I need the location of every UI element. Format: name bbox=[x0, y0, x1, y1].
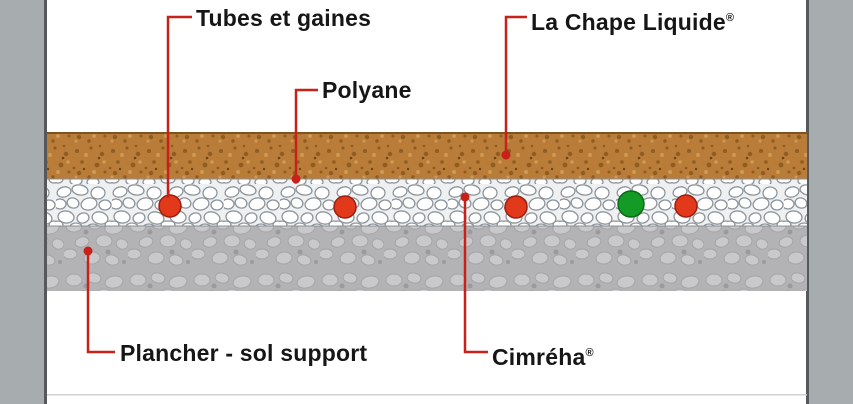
label-cimreha: Cimréha® bbox=[492, 340, 594, 370]
green-tube bbox=[617, 190, 645, 218]
heating-tube bbox=[674, 194, 698, 218]
label-tubes-et-gaines: Tubes et gaines bbox=[196, 5, 372, 31]
label-la-chape-liquide: La Chape Liquide® bbox=[531, 5, 734, 35]
label-la-chape-liquide-text: La Chape Liquide bbox=[531, 9, 726, 35]
callout-line-polyane bbox=[294, 88, 318, 176]
heating-tube bbox=[158, 194, 182, 218]
label-plancher-sol-support: Plancher - sol support bbox=[120, 340, 368, 366]
registered-mark: ® bbox=[585, 347, 594, 359]
left-wall bbox=[0, 0, 44, 404]
callout-dots bbox=[83, 150, 511, 256]
callout-dot-la-chape-liquide bbox=[501, 150, 511, 160]
layer-la-chape-liquide bbox=[47, 132, 807, 179]
label-cimreha-text: Cimréha bbox=[492, 344, 586, 370]
callout-line-plancher bbox=[86, 252, 115, 354]
left-wall-edge bbox=[44, 0, 47, 404]
heating-tube bbox=[333, 195, 357, 219]
heating-tube bbox=[504, 195, 528, 219]
callout-dot-plancher bbox=[83, 246, 93, 256]
callout-dot-polyane bbox=[291, 174, 301, 184]
callout-lines bbox=[86, 15, 527, 354]
callout-dot-cimreha bbox=[460, 192, 470, 202]
registered-mark: ® bbox=[725, 12, 735, 24]
layer-plancher-support bbox=[47, 226, 807, 291]
callout-line-la-chape-liquide bbox=[504, 15, 527, 153]
callout-line-tubes-et-gaines bbox=[166, 15, 192, 198]
right-wall bbox=[809, 0, 853, 404]
label-polyane: Polyane bbox=[322, 77, 412, 103]
right-wall-edge bbox=[806, 0, 809, 404]
bottom-scan-line bbox=[47, 394, 807, 396]
callout-line-cimreha bbox=[463, 198, 488, 354]
